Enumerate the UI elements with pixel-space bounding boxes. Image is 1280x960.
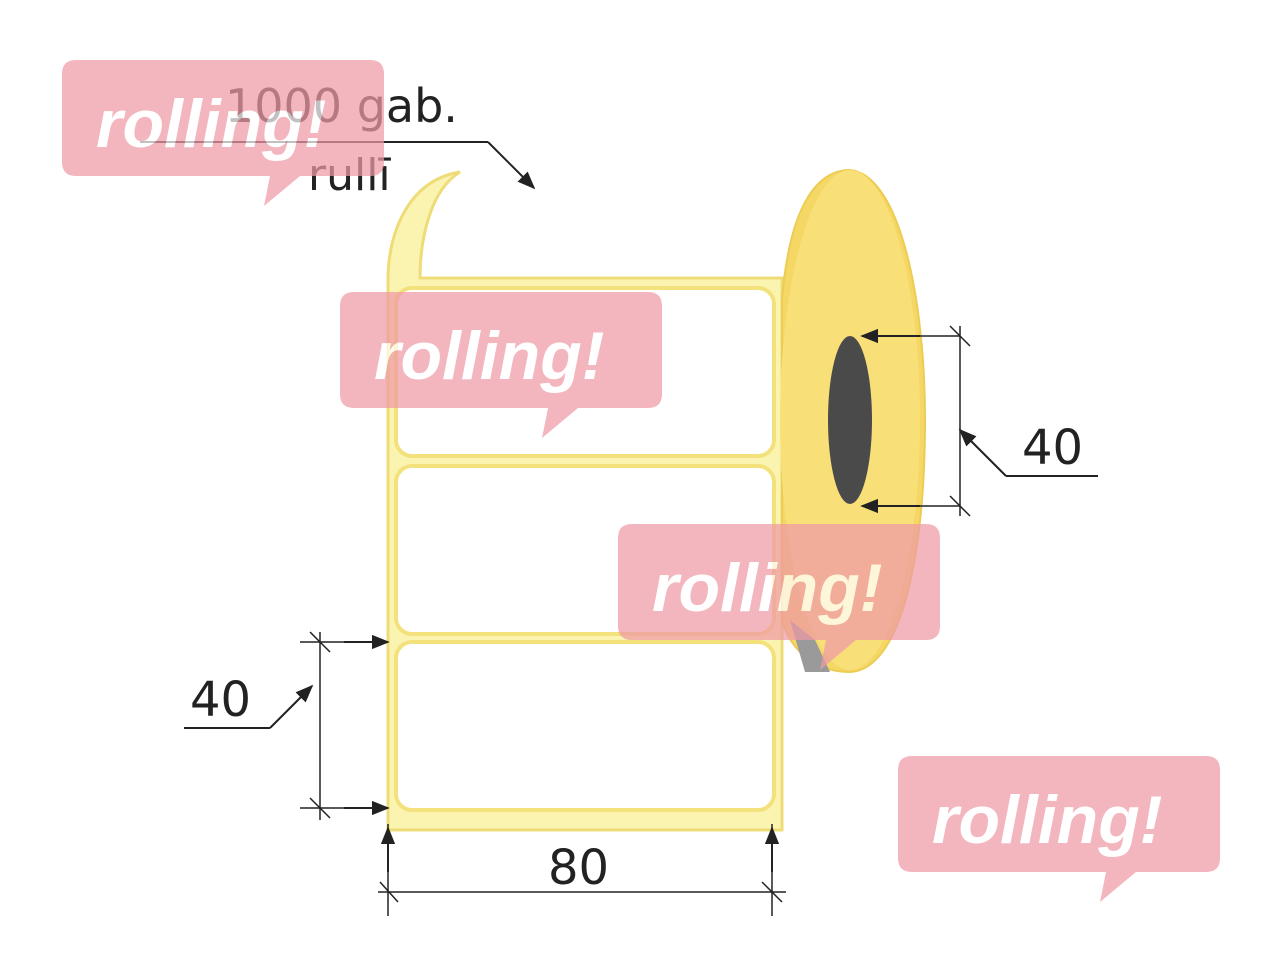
label-strip [386,170,784,832]
watermark-text-3: rolling! [652,550,882,626]
watermark-2: rolling! [340,292,662,438]
core-diameter-dimension: 40 [860,325,1098,517]
watermark-text-1: rolling! [96,86,326,162]
label-width-dimension: 80 [378,824,786,916]
watermark-3: rolling! [618,524,940,670]
core-diameter-value: 40 [1022,420,1083,476]
watermark-4: rolling! [898,756,1220,902]
label-3 [394,640,776,812]
watermark-1: rolling! [62,60,384,206]
watermark-text-2: rolling! [374,318,604,394]
watermark-text-4: rolling! [932,782,1162,858]
core-hole [828,336,872,504]
label-width-value: 80 [548,840,609,896]
label-height-dimension: 40 [184,631,390,820]
label-height-value: 40 [190,672,251,728]
